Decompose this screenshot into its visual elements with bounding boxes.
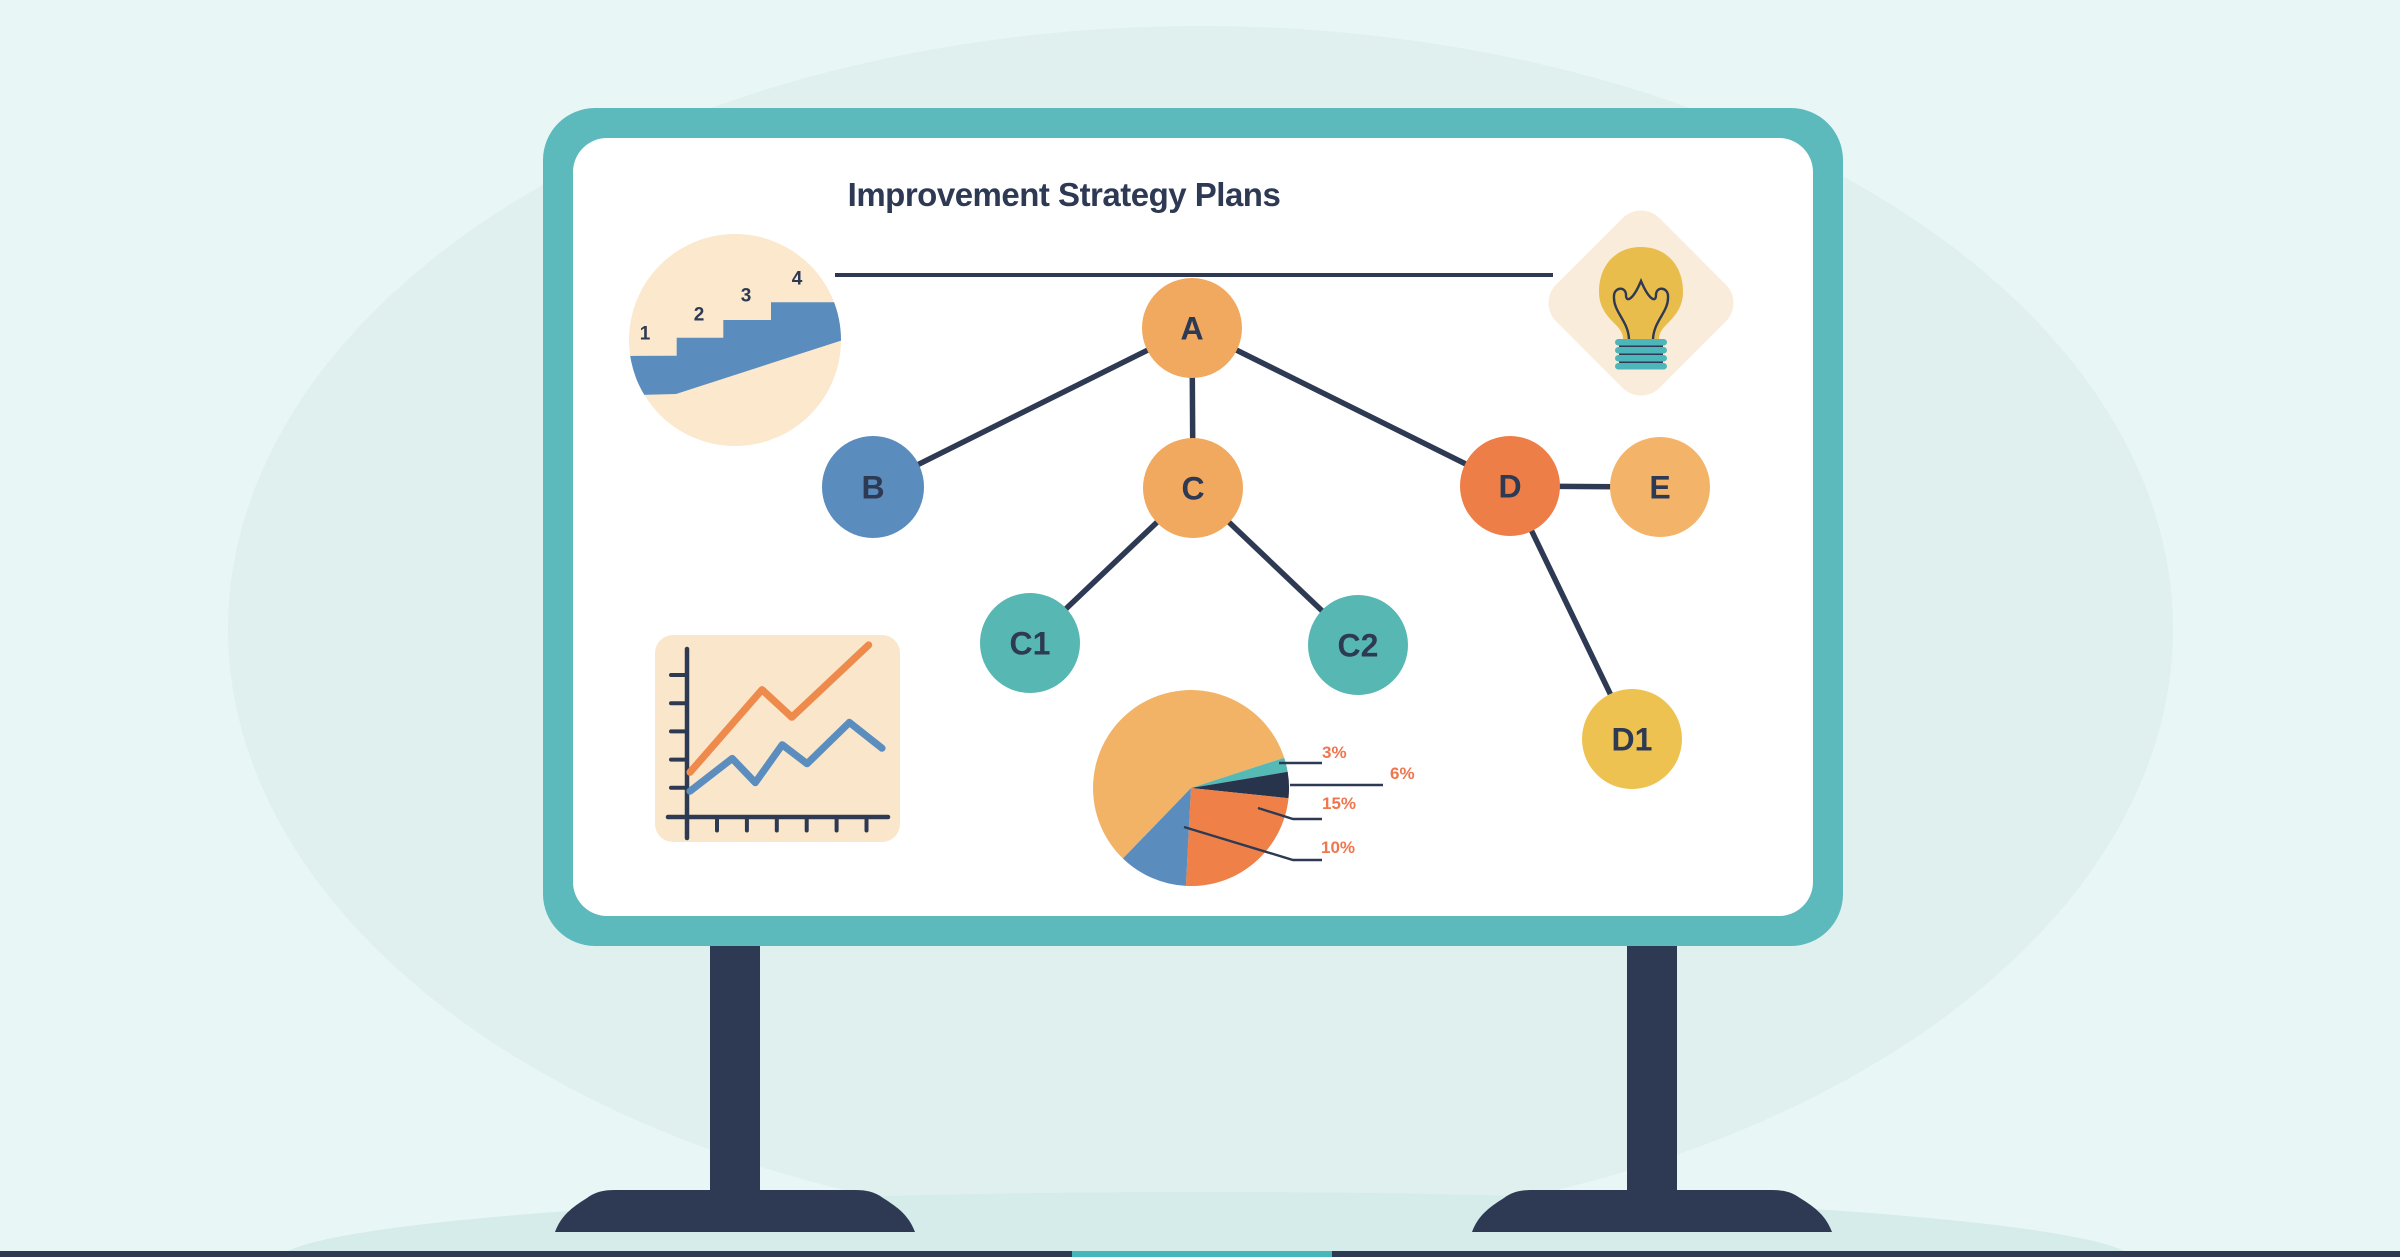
tree-node-label-C1: C1 [1010, 626, 1051, 662]
tree-node-C2 [1308, 595, 1408, 695]
stand-foot-left [555, 1190, 915, 1232]
tree-node-label-D1: D1 [1612, 722, 1653, 758]
bulb-base [1615, 339, 1667, 370]
stairs-icon [629, 302, 841, 395]
pie-slice-blue [1122, 788, 1191, 886]
tree-node-label-C2: C2 [1338, 628, 1379, 664]
pie-slice-major [1093, 690, 1285, 859]
stairs-step-label: 3 [741, 286, 752, 307]
pie-label: 3% [1322, 743, 1347, 762]
tree-node-label-D: D [1498, 469, 1521, 505]
tree-node-label-A: A [1180, 311, 1203, 347]
pie-label: 15% [1322, 794, 1356, 813]
tree-node-B [822, 436, 924, 538]
line-chart [665, 641, 891, 841]
stairs-step-label: 2 [694, 305, 705, 326]
title-underline [835, 273, 1553, 277]
tree-node-A [1142, 278, 1242, 378]
tree-node-D1 [1582, 689, 1682, 789]
tree-node-label-E: E [1649, 470, 1670, 506]
tree-edge-A-B [871, 325, 1194, 490]
pie-label: 6% [1390, 764, 1415, 783]
stairs-step-label: 1 [640, 324, 651, 345]
linechart-panel [655, 635, 900, 842]
tree-edge-A-D [1190, 325, 1512, 489]
tree-node-label-C: C [1181, 471, 1204, 507]
stand-leg-right [1627, 940, 1677, 1200]
lightbulb-icon [1599, 247, 1683, 370]
pie-leader-line [1257, 806, 1322, 821]
tree-node-E [1610, 437, 1710, 537]
bulb-filament [1612, 277, 1670, 341]
tree-node-C1 [980, 593, 1080, 693]
bottom-bar-accent [1072, 1251, 1332, 1257]
pie-label: 10% [1321, 838, 1355, 857]
line-series-orange [686, 641, 873, 776]
tree-node-label-B: B [861, 470, 884, 506]
page-title: Improvement Strategy Plans [847, 176, 1281, 213]
stairs-badge: 1 2 3 4 [629, 234, 841, 446]
line-series-blue [686, 718, 886, 795]
pie-leader-line [1183, 825, 1322, 862]
pie-slice-teal [1191, 757, 1288, 788]
pie-slice-orange [1185, 788, 1289, 887]
tree-node-D [1460, 436, 1560, 536]
stand-foot-right [1472, 1190, 1832, 1232]
pie-slice-navy [1191, 771, 1290, 799]
stand-leg-left [710, 940, 760, 1200]
stairs-step-label: 4 [792, 269, 803, 290]
tree-node-C [1143, 438, 1243, 538]
